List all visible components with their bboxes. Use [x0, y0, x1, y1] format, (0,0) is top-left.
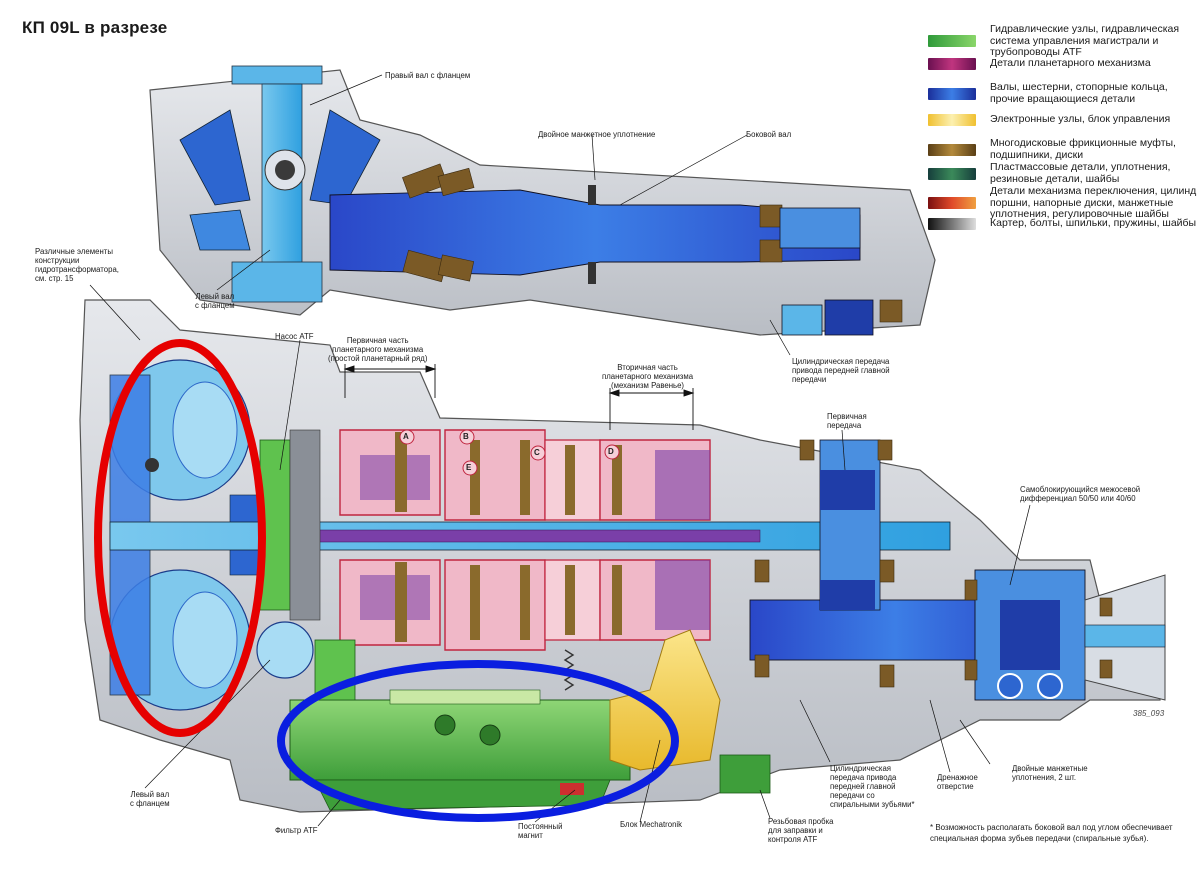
label-primary-gear: Первичная передача	[827, 412, 867, 430]
label-atf-fill-plug: Резьбовая пробка для заправки и контроля…	[768, 817, 834, 844]
legend-item-planetary: Детали планетарного механизма	[928, 58, 1151, 70]
label-atf-pump: Насос ATF	[275, 332, 314, 341]
label-center-differential: Самоблокирующийся межосевой дифференциал…	[1020, 485, 1141, 503]
legend-item-clutches: Многодисковые фрикционные муфты, подшипн…	[928, 137, 1176, 161]
label-cylindrical-gear-top: Цилиндрическая передача привода передней…	[792, 357, 890, 384]
clutch-label-e: E	[466, 463, 472, 472]
legend-item-housing: Картер, болты, шпильки, пружины, шайбы	[928, 218, 1196, 230]
legend-text-shift-parts: Детали механизма переключения, цилинд по…	[990, 185, 1197, 220]
legend-item-hydraulic: Гидравлические узлы, гидравлическая сист…	[928, 23, 1180, 59]
label-double-seals: Двойные манжетные уплотнения, 2 шт.	[1012, 764, 1088, 782]
label-left-shaft-top: Левый вал с фланцем	[195, 292, 235, 310]
label-double-seal: Двойное манжетное уплотнение	[538, 130, 656, 139]
primary-planetary-set	[339, 429, 441, 646]
leader-lines	[89, 74, 1031, 827]
label-mechatronik: Блок Mechatronik	[620, 820, 683, 829]
label-cylindrical-gear-bottom: Цилиндрическая передача привода передней…	[830, 764, 915, 809]
figure-number: 385_093	[1133, 709, 1165, 718]
label-side-shaft: Боковой вал	[746, 130, 792, 139]
upper-side-shaft-housing	[149, 65, 936, 336]
blue-highlight-ellipse	[277, 660, 679, 822]
label-secondary-planetary: Вторичная часть планетарного механизма (…	[602, 363, 694, 390]
legend-item-plastics: Пластмассовые детали, уплотнения, резино…	[928, 161, 1171, 185]
legend-item-electronics: Электронные узлы, блок управления	[928, 114, 1170, 126]
legend-swatch-shift-parts	[928, 197, 976, 210]
label-converter-elements: Различные элементы конструкции гидротран…	[35, 247, 119, 283]
legend-item-shafts: Валы, шестерни, стопорные кольца, прочие…	[928, 81, 1168, 105]
clutch-label-b: B	[463, 432, 469, 441]
legend-swatch-clutches	[928, 143, 976, 156]
legend-swatch-hydraulic	[928, 35, 976, 48]
legend-text-shafts: Валы, шестерни, стопорные кольца, прочие…	[990, 81, 1168, 105]
legend-swatch-electronics	[928, 114, 976, 126]
section-brackets	[343, 364, 695, 430]
legend-text-hydraulic: Гидравлические узлы, гидравлическая сист…	[990, 23, 1180, 58]
page-title: КП 09L в разрезе	[22, 18, 168, 37]
label-drain-hole: Дренажное отверстие	[937, 773, 978, 791]
clutch-packs	[444, 429, 601, 651]
ravigneaux-planetary-set	[599, 439, 711, 641]
clutch-letter-markers	[399, 429, 620, 476]
label-left-shaft-bottom: Левый вал с фланцем	[130, 790, 170, 808]
legend-text-plastics: Пластмассовые детали, уплотнения, резино…	[990, 161, 1171, 185]
footnote: * Возможность располагать боковой вал по…	[930, 823, 1173, 843]
red-highlight-ellipse	[94, 339, 266, 737]
clutch-label-c: C	[534, 448, 540, 457]
legend-text-electronics: Электронные узлы, блок управления	[990, 113, 1171, 126]
legend-swatch-housing	[928, 218, 976, 230]
label-primary-planetary: Первичная часть планетарного механизма (…	[328, 336, 428, 363]
legend-item-shift-parts: Детали механизма переключения, цилинд по…	[928, 185, 1197, 221]
legend-swatch-plastics	[928, 167, 976, 180]
legend-text-housing: Картер, болты, шпильки, пружины, шайбы	[990, 217, 1197, 230]
label-atf-filter: Фильтр ATF	[275, 826, 318, 835]
center-differential	[974, 569, 1166, 701]
clutch-label-a: A	[403, 432, 409, 441]
legend-text-planetary: Детали планетарного механизма	[990, 57, 1151, 70]
legend-text-clutches: Многодисковые фрикционные муфты, подшипн…	[990, 137, 1176, 161]
clutch-label-d: D	[608, 447, 614, 456]
label-permanent-magnet: Постоянный магнит	[518, 822, 563, 840]
label-right-shaft: Правый вал с фланцем	[385, 71, 471, 80]
legend-swatch-planetary	[928, 58, 976, 70]
legend-swatch-shafts	[928, 87, 976, 100]
